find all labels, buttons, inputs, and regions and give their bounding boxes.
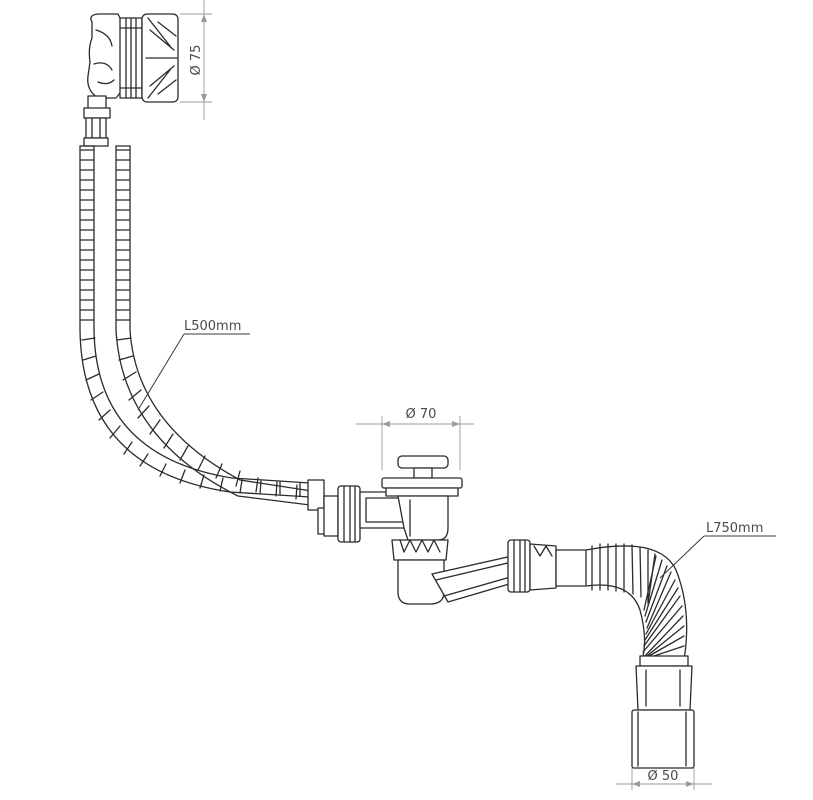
- waste-trap-body: [381, 455, 517, 605]
- overflow-hose-length-label: L500mm: [184, 319, 241, 334]
- waste-diameter-label: Ø 70: [406, 407, 437, 422]
- outlet-spigot: [631, 655, 695, 769]
- overflow-diameter-label: Ø 75: [189, 45, 204, 76]
- overflow-diameter-dimension: Ø 75: [180, 0, 212, 120]
- outlet-diameter-label: Ø 50: [648, 769, 679, 784]
- outlet-diameter-dimension: Ø 50: [616, 768, 712, 790]
- outlet-nut: [507, 539, 587, 593]
- flexi-hose-length-annotation: L750mm: [659, 521, 776, 579]
- overflow-hose: [79, 145, 319, 507]
- overflow-hose-length-annotation: L500mm: [137, 319, 250, 411]
- flexible-outlet-hose: [585, 543, 688, 661]
- overflow-connector: [83, 95, 111, 147]
- overflow-head: [87, 13, 179, 103]
- flexi-hose-length-label: L750mm: [706, 521, 763, 536]
- waste-diameter-dimension: Ø 70: [356, 407, 474, 470]
